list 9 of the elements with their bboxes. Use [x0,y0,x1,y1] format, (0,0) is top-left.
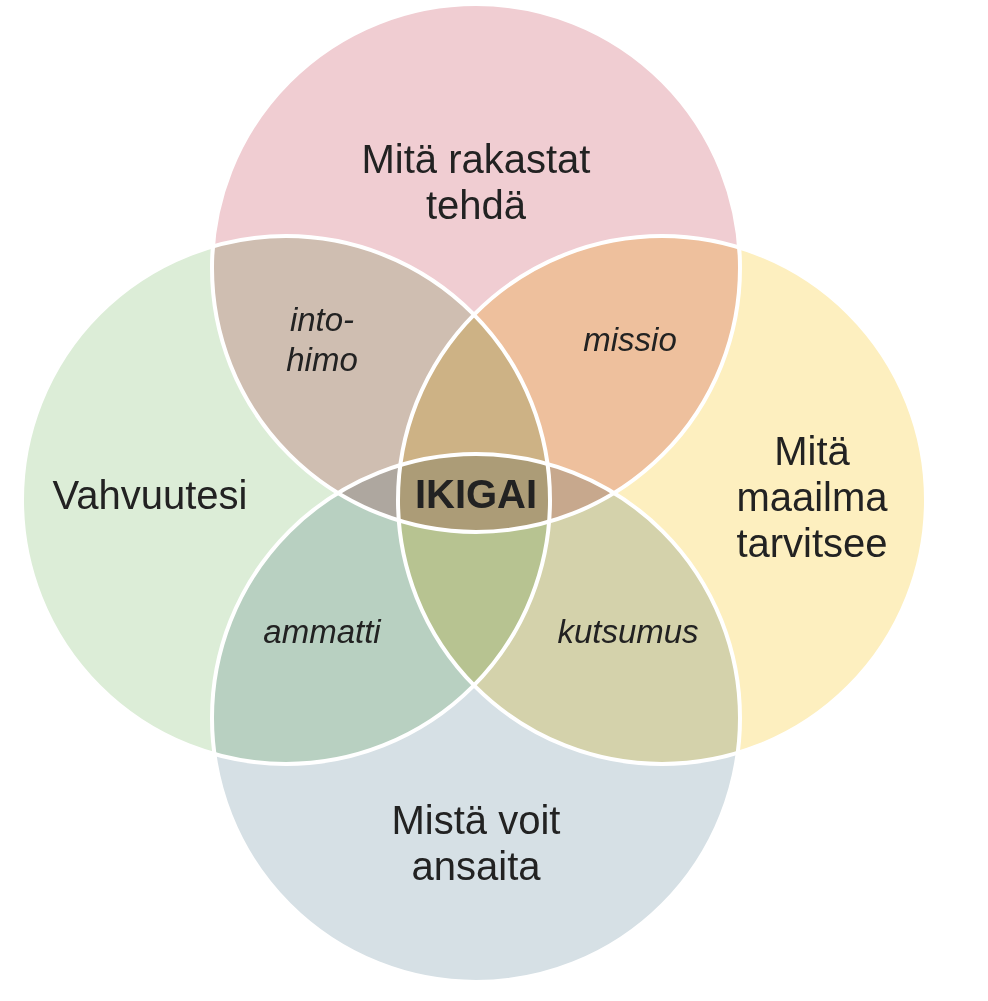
overlap-label: into- himo [285,300,359,380]
overlap-label: ammatti [262,612,383,652]
overlap-label: kutsumus [556,612,700,652]
circle-label: Vahvuutesi [51,472,249,518]
circle-label: Mitä maailma tarvitsee [735,428,889,566]
overlap-label: missio [582,320,678,360]
center-label: IKIGAI [413,474,539,514]
circle-label: Mitä rakastat tehdä [360,136,592,228]
circle-label: Mistä voit ansaita [390,797,562,889]
